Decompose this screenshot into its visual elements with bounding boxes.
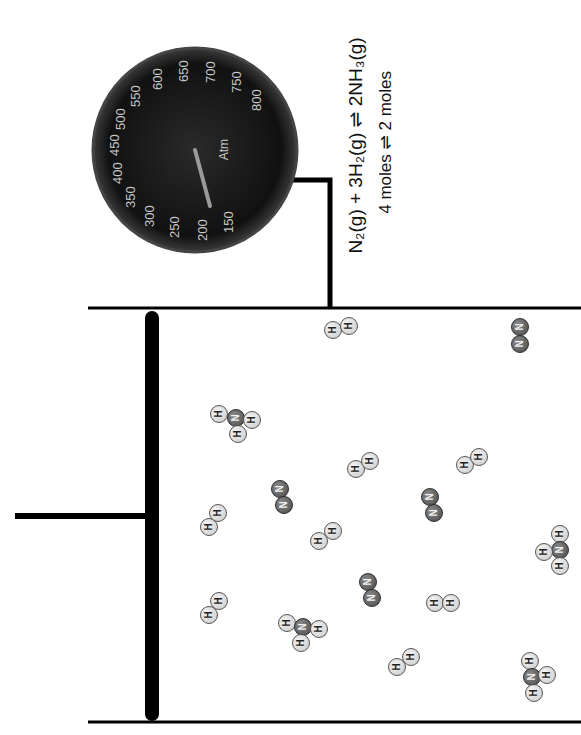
atom-symbol: N [429, 509, 439, 516]
container-wall [88, 307, 581, 310]
atom-symbol: N [367, 594, 377, 601]
hydrogen-atom: H [324, 522, 342, 540]
atom-symbol: H [233, 430, 243, 437]
gauge-scale-number: 150 [222, 212, 236, 234]
hydrogen-atom: H [229, 425, 247, 443]
atom-symbol: N [275, 485, 285, 492]
atom-symbol: N [298, 623, 308, 630]
gauge-scale-number: 200 [195, 219, 209, 241]
hydrogen-atom: H [551, 557, 569, 575]
container-wall [88, 721, 581, 724]
atom-symbol: H [542, 671, 552, 678]
atom-symbol: N [363, 578, 373, 585]
atom-symbol: H [214, 597, 224, 604]
gauge-scale-number: 250 [168, 217, 182, 239]
hydrogen-atom: H [210, 405, 228, 423]
hydrogen-atom: H [310, 620, 328, 638]
atom-symbol: H [314, 537, 324, 544]
atom-symbol: N [527, 673, 537, 680]
atom-symbol: H [365, 457, 375, 464]
atom-symbol: H [529, 689, 539, 696]
atom-symbol: H [446, 599, 456, 606]
atom-symbol: N [231, 414, 241, 421]
gauge-scale-number: 300 [143, 205, 157, 227]
gauge-scale-number: 450 [108, 135, 122, 157]
atom-symbol: H [296, 639, 306, 646]
hydrogen-atom: H [243, 411, 261, 429]
atom-symbol: H [474, 453, 484, 460]
atom-symbol: N [425, 493, 435, 500]
gauge-scale-number: 700 [204, 61, 218, 83]
nitrogen-atom: N [421, 488, 439, 506]
gauge-scale-number: 750 [230, 71, 244, 93]
hydrogen-atom: H [278, 614, 296, 632]
hydrogen-atom: H [210, 592, 228, 610]
hydrogen-atom: H [470, 448, 488, 466]
gauge-scale-number: 500 [114, 108, 128, 130]
atom-symbol: N [555, 546, 565, 553]
nitrogen-atom: N [359, 573, 377, 591]
piston-plate [145, 318, 159, 714]
atom-symbol: H [213, 509, 223, 516]
atom-symbol: N [279, 501, 289, 508]
nitrogen-atom: N [511, 318, 529, 336]
atom-symbol: H [204, 611, 214, 618]
nitrogen-atom: N [275, 496, 293, 514]
gauge-unit: Atm [218, 139, 231, 160]
nitrogen-atom: N [363, 589, 381, 607]
hydrogen-atom: H [538, 666, 556, 684]
mole-ratio: 4 moles ⇌ 2 moles [377, 71, 396, 214]
atom-symbol: H [392, 663, 402, 670]
gauge-scale-number: 800 [250, 89, 264, 111]
hydrogen-atom: H [525, 684, 543, 702]
atom-symbol: H [525, 657, 535, 664]
hydrogen-atom: H [292, 634, 310, 652]
atom-symbol: H [328, 527, 338, 534]
atom-symbol: H [344, 322, 354, 329]
atom-symbol: H [555, 562, 565, 569]
gauge-scale-number: 550 [129, 85, 143, 107]
nitrogen-atom: N [271, 480, 289, 498]
nitrogen-atom: N [511, 335, 529, 353]
hydrogen-atom: H [340, 317, 358, 335]
gauge-needle [195, 150, 210, 206]
atom-symbol: H [214, 410, 224, 417]
hydrogen-atom: H [209, 504, 227, 522]
gauge-scale-number: 400 [111, 162, 125, 184]
atom-symbol: H [460, 461, 470, 468]
atom-symbol: N [515, 340, 525, 347]
gauge-scale-number: 650 [177, 60, 191, 82]
atom-symbol: H [555, 530, 565, 537]
hydrogen-atom: H [442, 594, 460, 612]
piston-rod [15, 513, 152, 519]
gauge-scale-number: 350 [123, 186, 137, 208]
atom-symbol: H [282, 619, 292, 626]
atom-symbol: N [515, 323, 525, 330]
hydrogen-atom: H [535, 543, 553, 561]
pressure-gauge [93, 48, 297, 252]
atom-symbol: H [539, 548, 549, 555]
reaction-equation: N₂(g) + 3H₂(g) ⇌ 2NH₃(g) [346, 37, 367, 253]
atom-symbol: H [314, 625, 324, 632]
nitrogen-atom: N [425, 504, 443, 522]
atom-symbol: H [247, 416, 257, 423]
atom-symbol: H [204, 523, 214, 530]
atom-symbol: H [406, 653, 416, 660]
atom-symbol: H [430, 599, 440, 606]
gauge-scale-number: 600 [151, 68, 165, 90]
atom-symbol: H [351, 465, 361, 472]
hydrogen-atom: H [402, 648, 420, 666]
gauge-pipe [288, 180, 330, 308]
atom-symbol: H [328, 326, 338, 333]
hydrogen-atom: H [361, 452, 379, 470]
